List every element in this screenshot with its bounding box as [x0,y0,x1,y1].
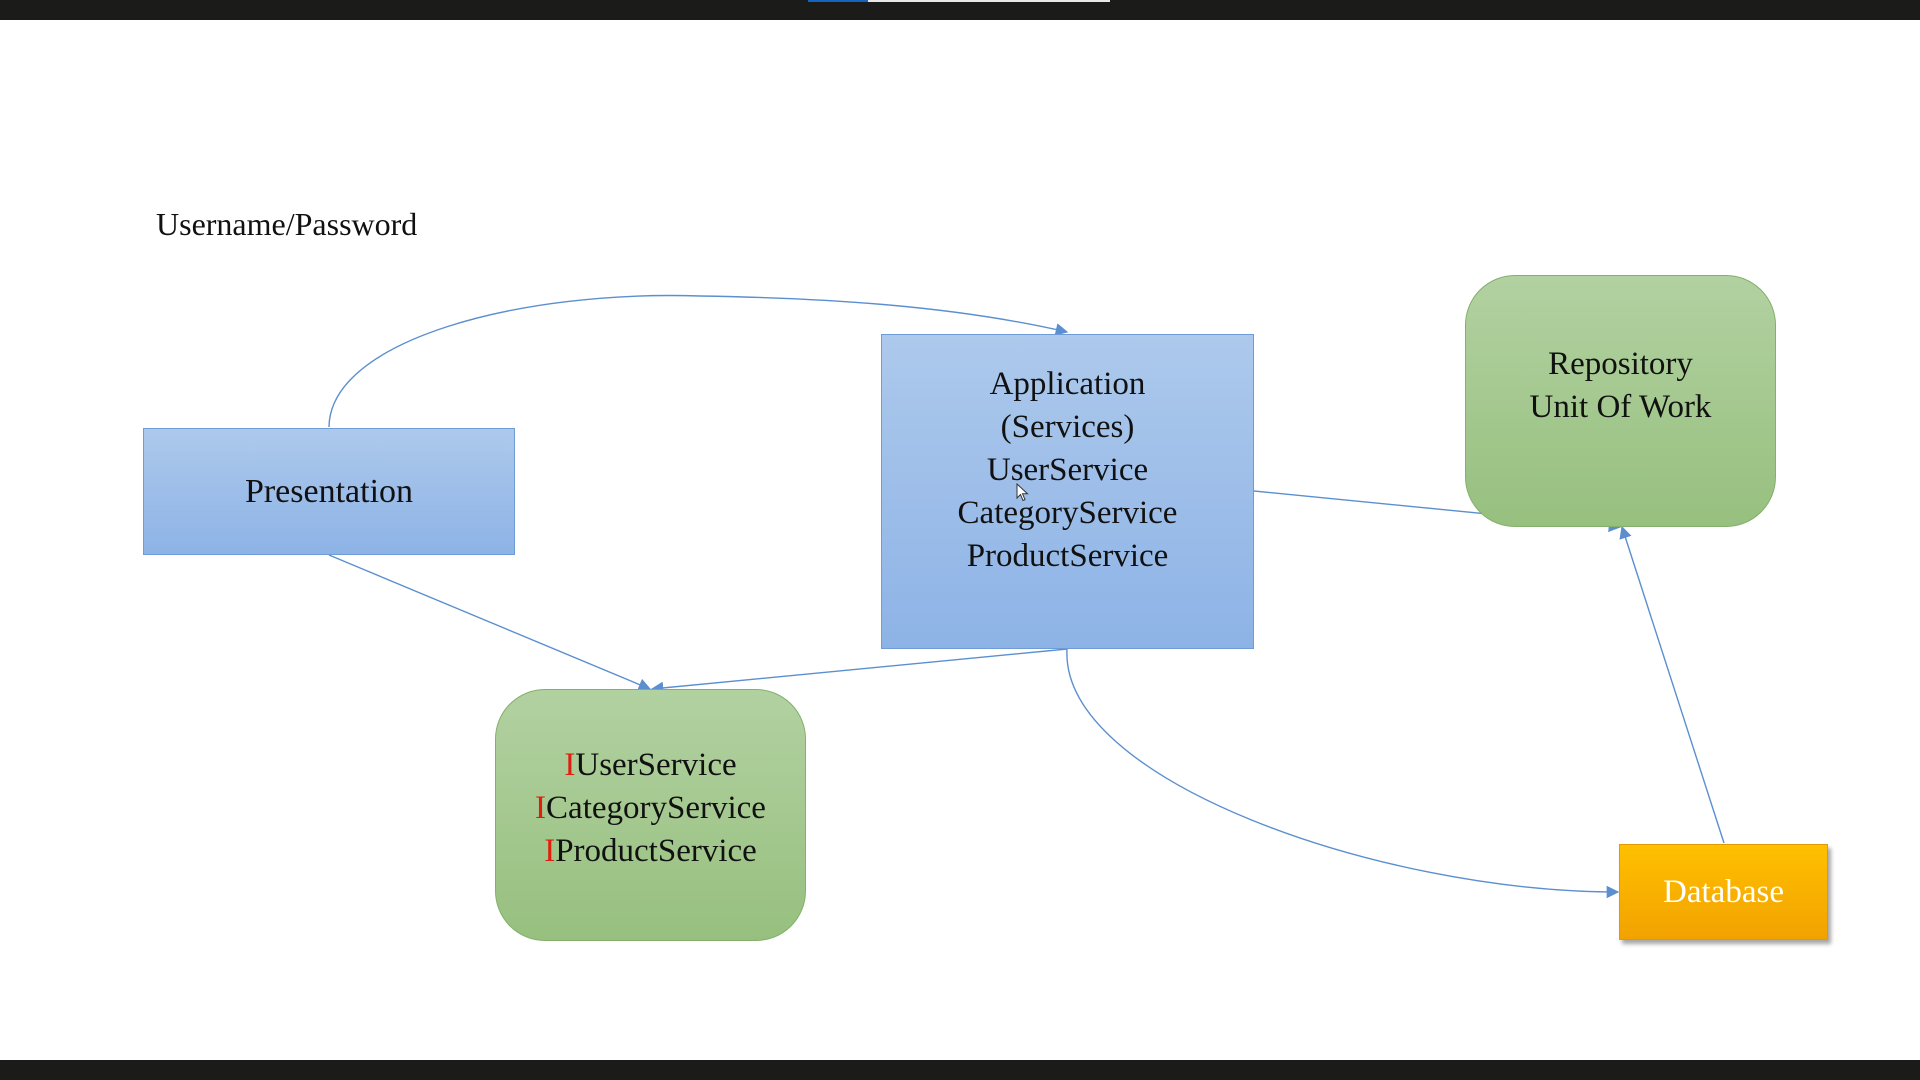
username-password-caption: Username/Password [156,206,418,242]
repository-box[interactable]: Repository Unit Of Work [1465,275,1776,527]
database-label: Database [1663,873,1784,910]
service-interfaces-box[interactable]: IUserService ICategoryService IProductSe… [495,689,806,941]
interface-prefix: I [564,746,576,783]
database-box[interactable]: Database [1619,844,1828,940]
unit-of-work-label: Unit Of Work [1529,389,1712,425]
arrow-presentation-to-application [328,294,1069,428]
connector-layer [328,294,1725,899]
application-title: Application [989,366,1146,402]
progress-indicator-blue [808,0,868,2]
arrow-application-to-database [1066,648,1620,899]
application-services-box[interactable]: Application (Services) UserService Categ… [881,334,1254,649]
progress-indicator-light [868,0,1110,2]
presentation-label: Presentation [244,473,414,510]
iuserservice-label: IUserService [564,744,736,787]
arrow-database-to-repository [1619,525,1725,844]
arrow-presentation-to-interfaces [328,554,652,691]
interface-name: CategoryService [546,789,766,826]
application-subtitle: (Services) [1000,409,1135,445]
interface-prefix: I [535,789,547,826]
mouse-pointer-icon [1016,483,1029,502]
product-service-label: ProductService [966,538,1169,574]
repository-label: Repository [1548,346,1693,382]
arrow-application-to-interfaces [650,648,1068,695]
interface-name: UserService [575,746,737,783]
slide-canvas: Username/Password Presentation Applicati… [0,20,1920,1060]
interface-prefix: I [544,832,556,869]
category-service-label: CategoryService [957,495,1178,531]
top-toolbar-bar [0,0,1920,20]
bottom-toolbar-bar [0,1060,1920,1080]
iproductservice-label: IProductService [544,830,757,873]
icategoryservice-label: ICategoryService [535,787,766,830]
presentation-layer-box[interactable]: Presentation [143,428,515,555]
interface-name: ProductService [555,832,757,869]
user-service-label: UserService [986,452,1149,488]
